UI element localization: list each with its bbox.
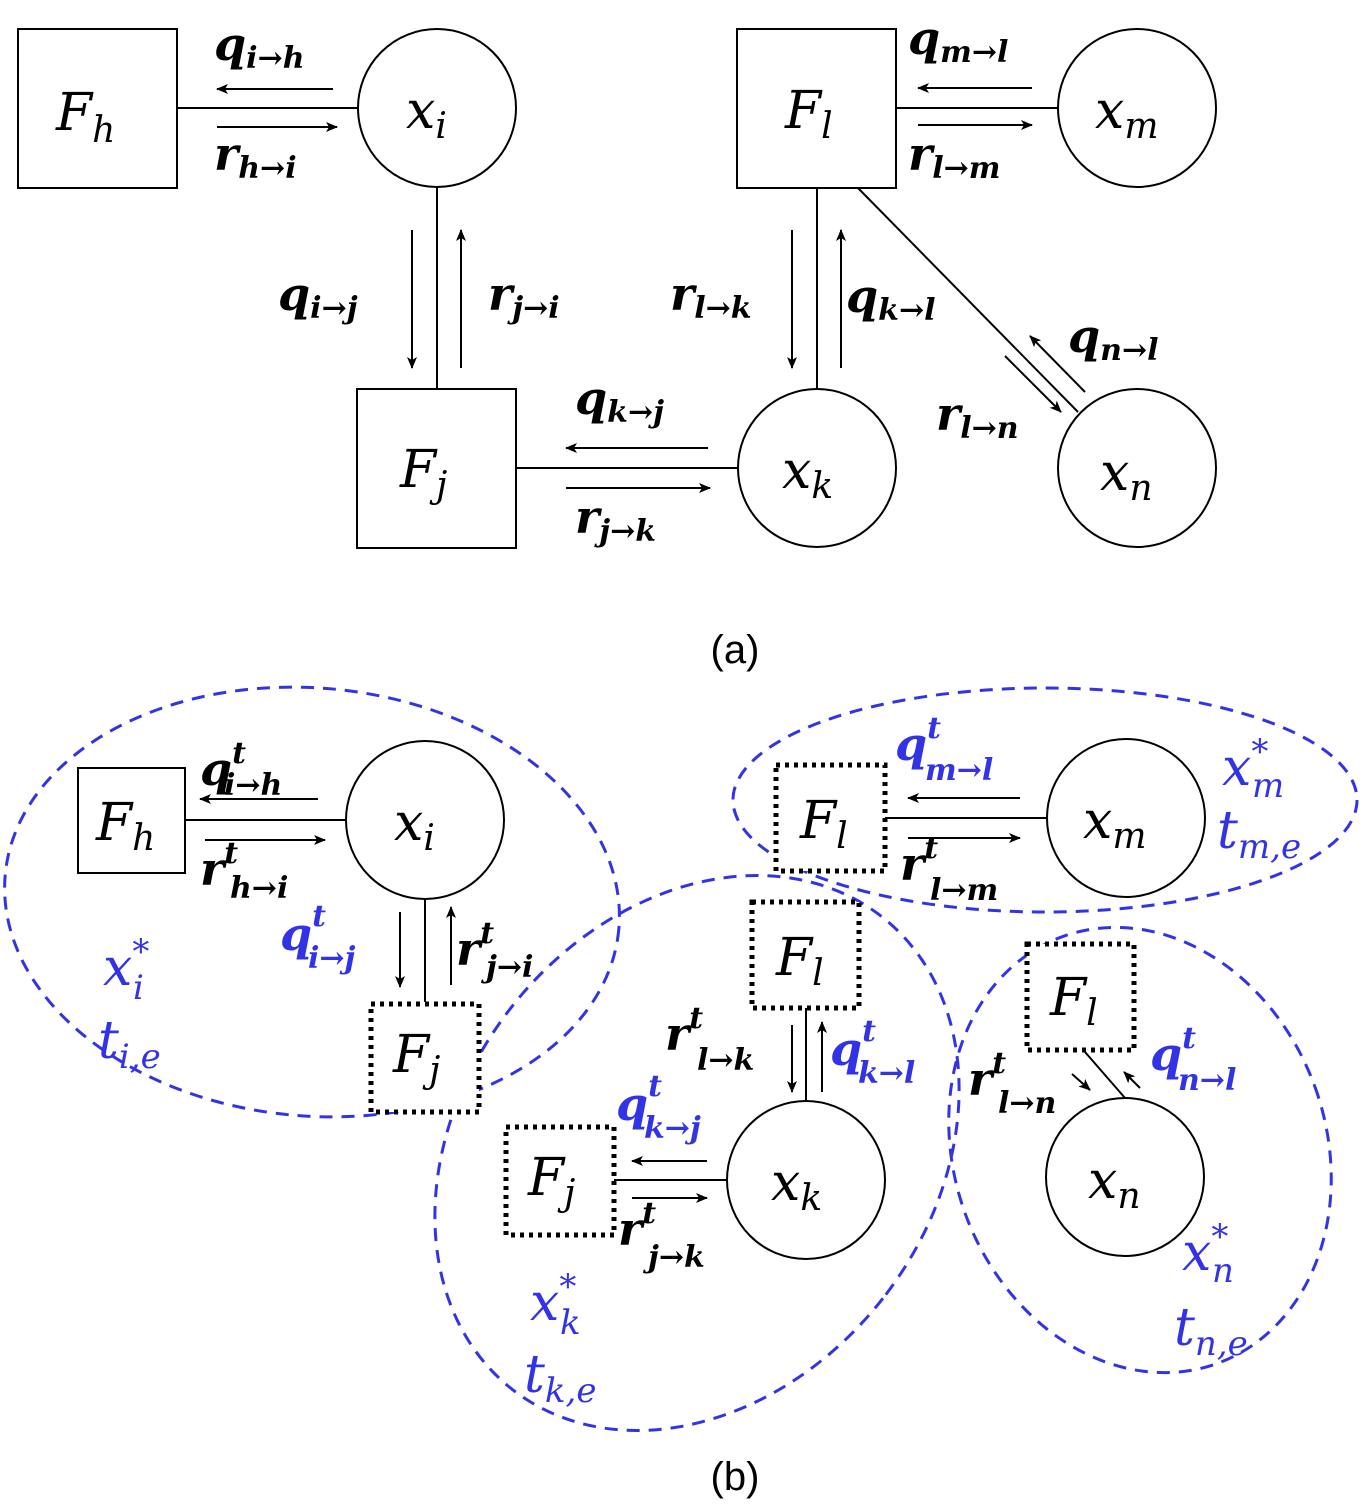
label-b-xm: xm bbox=[1083, 791, 1146, 857]
cluster-xk bbox=[433, 874, 961, 1432]
variable-node-b-xn bbox=[1045, 1097, 1205, 1257]
label-fh: Fh bbox=[55, 83, 115, 151]
caption-a: (a) bbox=[711, 628, 760, 672]
caption-b: (b) bbox=[711, 1455, 760, 1499]
cluster-label-xn-star: x*n bbox=[1182, 1217, 1234, 1291]
cluster-label-xm-star: x*m bbox=[1222, 732, 1284, 806]
arrow-q-n-l bbox=[1029, 335, 1086, 393]
cluster-label-xi-star: x*i bbox=[103, 932, 149, 1008]
factor-node-fh bbox=[17, 28, 178, 189]
factor-node-b-fj-k bbox=[503, 1124, 617, 1238]
edge-fl-xn bbox=[856, 186, 1079, 413]
label-fj: Fj bbox=[399, 440, 447, 506]
variable-node-xk bbox=[737, 388, 897, 548]
factor-node-b-fh bbox=[77, 767, 186, 874]
factor-node-b-fl-m bbox=[773, 762, 888, 874]
label-fl: Fl bbox=[784, 81, 833, 147]
factor-node-fj bbox=[356, 388, 517, 549]
cluster-xn bbox=[947, 925, 1333, 1375]
label-q-k-j: qk→j bbox=[575, 371, 664, 430]
arrow-r-l-n bbox=[1004, 355, 1062, 413]
label-b-xi: xi bbox=[394, 793, 435, 859]
label-q-k-l: qk→l bbox=[846, 269, 936, 328]
label-r-l-m: rl→m bbox=[908, 127, 1001, 186]
label-q-n-l: qn→l bbox=[1068, 309, 1159, 368]
label-q-i-j: qi→j bbox=[278, 267, 358, 326]
label-xm: xm bbox=[1095, 81, 1158, 147]
label-q-m-l: qm→l bbox=[908, 11, 1008, 70]
label-r-j-i: rj→i bbox=[488, 267, 560, 326]
cluster-label-tn-e: tn,e bbox=[1174, 1298, 1248, 1364]
factor-node-b-fl-n bbox=[1024, 941, 1137, 1053]
label-b-fh: Fh bbox=[95, 793, 155, 859]
cluster-label-tm-e: tm,e bbox=[1217, 801, 1301, 867]
label-b-xn: xn bbox=[1088, 1151, 1141, 1217]
factor-node-b-fj-i bbox=[368, 1001, 482, 1115]
label-b-xk: xk bbox=[771, 1153, 822, 1219]
label-r-l-k: rl→k bbox=[670, 267, 752, 326]
label-b-fj-i: Fj bbox=[392, 1025, 440, 1091]
variable-node-xn bbox=[1057, 388, 1217, 548]
cluster-label-ti-e: ti,e bbox=[98, 1011, 161, 1077]
variable-node-xi bbox=[357, 28, 517, 188]
cluster-xi bbox=[3, 685, 621, 1119]
variable-node-b-xm bbox=[1046, 738, 1206, 898]
label-r-l-n: rl→n bbox=[936, 387, 1019, 446]
arrow-b-r-l-n bbox=[1071, 1073, 1091, 1091]
panel-a: Fh xi Fl xm Fj xk xn qi→h rh→i qm→l bbox=[17, 11, 1217, 672]
label-b-fl-m: Fl bbox=[799, 791, 848, 857]
cluster-label-tk-e: tk,e bbox=[524, 1345, 596, 1411]
cluster-xm bbox=[731, 686, 1359, 914]
label-r-j-k: rj→k bbox=[575, 490, 656, 549]
label-xn: xn bbox=[1100, 443, 1153, 509]
label-xi: xi bbox=[406, 81, 447, 147]
variable-node-b-xi bbox=[345, 740, 505, 900]
label-b-fl-n: Fl bbox=[1049, 968, 1098, 1034]
factor-node-fl bbox=[736, 28, 897, 189]
arrow-b-q-n-l bbox=[1123, 1071, 1141, 1089]
label-xk: xk bbox=[782, 441, 833, 507]
variable-node-b-xk bbox=[726, 1100, 886, 1260]
edge-b-fl-xn bbox=[1084, 1051, 1126, 1099]
label-b-fj-k: Fj bbox=[527, 1148, 575, 1214]
label-q-i-h: qi→h bbox=[214, 17, 305, 76]
variable-node-xm bbox=[1057, 28, 1217, 188]
factor-node-b-fl-k bbox=[749, 899, 862, 1011]
label-b-fl-k: Fl bbox=[775, 928, 824, 994]
label-r-h-i: rh→i bbox=[214, 127, 297, 186]
cluster-label-xk-star: x*k bbox=[530, 1267, 581, 1343]
